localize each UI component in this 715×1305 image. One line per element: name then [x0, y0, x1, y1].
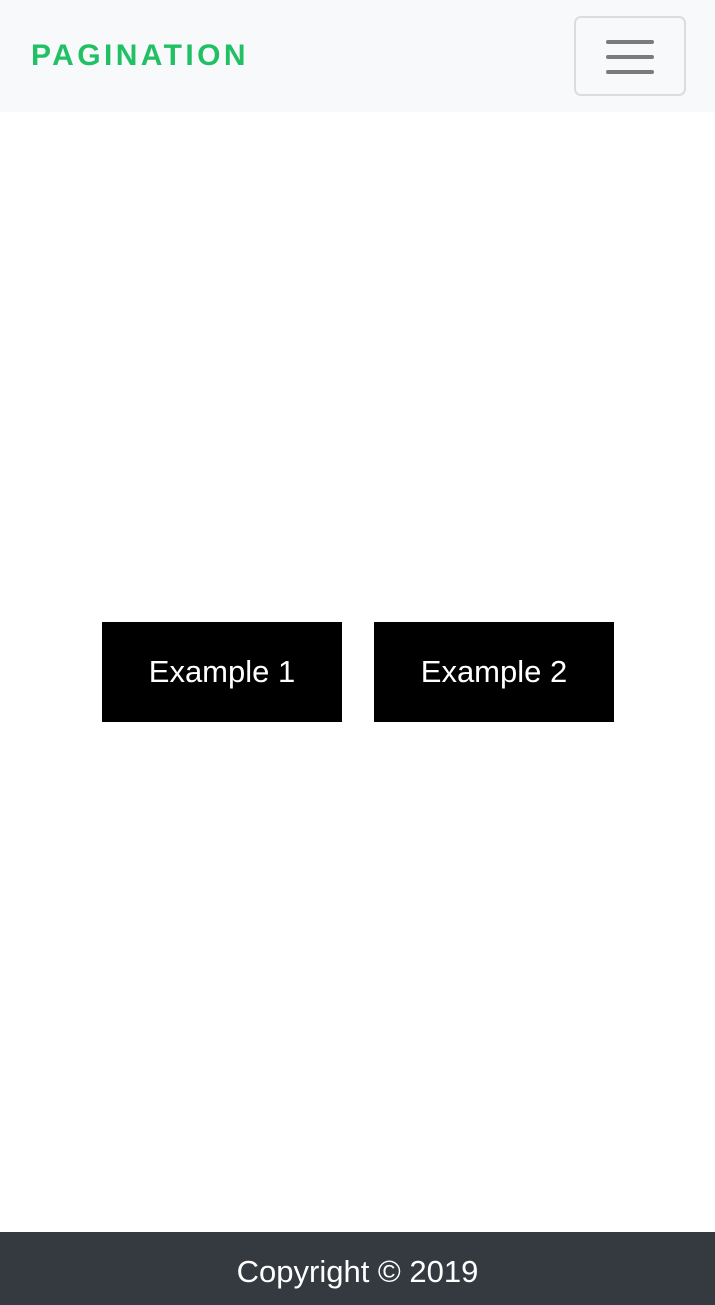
top-navbar: PAGINATION	[0, 0, 715, 112]
footer: Copyright © 2019	[0, 1232, 715, 1305]
example-1-button[interactable]: Example 1	[102, 622, 342, 722]
main-content: Example 1 Example 2	[0, 112, 715, 1232]
brand-logo-link[interactable]: PAGINATION	[31, 39, 249, 72]
hamburger-menu-icon	[606, 40, 654, 74]
copyright-text: Copyright © 2019	[236, 1254, 479, 1289]
navbar-toggle-button[interactable]	[574, 16, 686, 96]
example-2-button[interactable]: Example 2	[374, 622, 614, 722]
